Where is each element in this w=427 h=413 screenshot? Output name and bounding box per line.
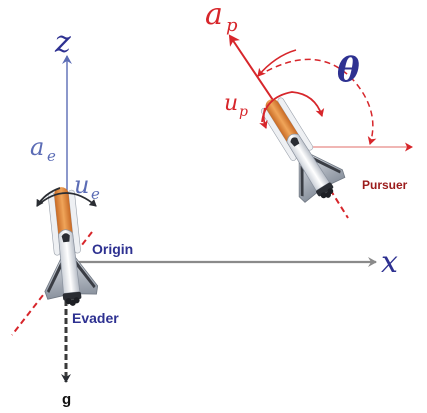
u-e-label: u e xyxy=(74,171,100,203)
svg-text:u: u xyxy=(224,91,238,116)
pursuer-axis-dashed xyxy=(287,121,349,219)
gravity-label: g xyxy=(62,391,71,408)
z-axis-label: z xyxy=(54,25,71,60)
evader-label: Evader xyxy=(72,310,119,326)
svg-text:p: p xyxy=(226,15,238,36)
a-p-label: a p xyxy=(205,0,238,36)
evader-shuttle-icon xyxy=(33,183,100,310)
svg-text:p: p xyxy=(239,104,248,120)
origin-label: Origin xyxy=(92,241,133,257)
a-e-label: a e xyxy=(30,133,56,165)
svg-text:e: e xyxy=(91,185,100,203)
svg-text:a: a xyxy=(30,133,44,161)
pursuer-rotation-arrow xyxy=(261,91,325,123)
theta-arc xyxy=(257,58,377,145)
pursuer-shuttle-icon xyxy=(246,86,352,212)
svg-text:e: e xyxy=(47,147,56,165)
svg-text:a: a xyxy=(205,0,223,32)
pursuer-label: Pursuer xyxy=(362,178,408,192)
u-p-label: u p xyxy=(224,91,248,120)
svg-text:u: u xyxy=(74,171,89,199)
x-axis-label: x xyxy=(381,245,398,280)
theta-label: θ xyxy=(337,50,360,90)
